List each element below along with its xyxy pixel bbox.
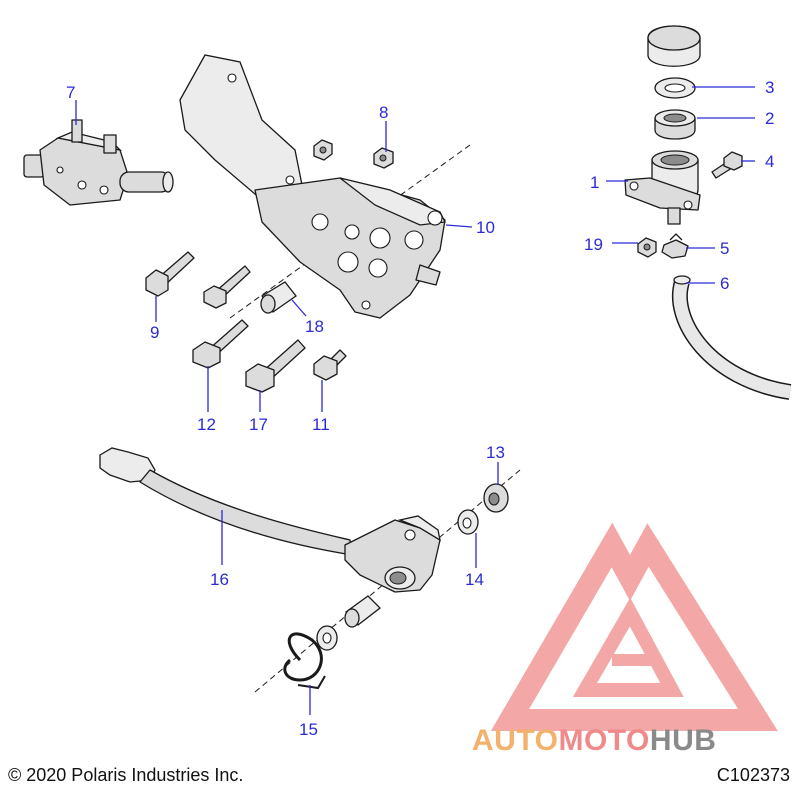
watermark-logo-text: AUTOMOTOHUB xyxy=(472,724,716,757)
callout-18: 18 xyxy=(305,317,324,336)
callout-1: 1 xyxy=(590,173,599,192)
bolt-part-12 xyxy=(192,319,249,369)
figure-id: C102373 xyxy=(716,765,790,785)
callout-7: 7 xyxy=(66,83,75,102)
bolt-part-9 xyxy=(145,251,195,297)
copyright-text: © 2020 Polaris Industries Inc. xyxy=(8,765,244,785)
callout-9: 9 xyxy=(150,323,159,342)
watermark-logo-triangle xyxy=(490,522,778,731)
callout-19: 19 xyxy=(584,235,603,254)
callout-8: 8 xyxy=(379,103,388,122)
screw-part-4 xyxy=(711,151,743,179)
return-spring-part-15 xyxy=(283,632,326,690)
callout-16: 16 xyxy=(210,570,229,589)
nut-part-8 xyxy=(373,147,394,169)
callout-3: 3 xyxy=(765,78,774,97)
bolt-part-11 xyxy=(313,349,347,381)
callout-11: 11 xyxy=(312,415,330,434)
callout-12: 12 xyxy=(197,415,216,434)
bolt-short-upper xyxy=(203,265,251,309)
leader-lines xyxy=(75,86,755,715)
reservoir-part-1 xyxy=(624,150,701,225)
master-cylinder-part-7 xyxy=(23,119,174,206)
callout-6: 6 xyxy=(720,274,729,293)
bolt-part-17 xyxy=(245,339,306,393)
callout-17: 17 xyxy=(249,415,268,434)
washer-lower xyxy=(316,625,338,651)
nut-part-19 xyxy=(637,237,657,258)
pedal-bracket-part-10 xyxy=(179,54,446,319)
hose-part-6 xyxy=(672,275,792,400)
watermark-hub: HUB xyxy=(650,724,717,757)
hose-clamp-part-5 xyxy=(661,233,689,259)
brake-pedal-part-16 xyxy=(99,447,441,593)
nut-small-upper xyxy=(313,139,333,161)
callout-5: 5 xyxy=(720,239,729,258)
callout-14: 14 xyxy=(465,570,484,589)
callout-15: 15 xyxy=(299,720,318,739)
callout-4: 4 xyxy=(765,152,774,171)
callout-2: 2 xyxy=(765,109,774,128)
bushing-part-13 xyxy=(483,483,509,513)
callout-10: 10 xyxy=(476,218,495,237)
spacer-lower xyxy=(344,595,381,628)
diaphragm-part-3 xyxy=(654,77,696,99)
callout-13: 13 xyxy=(486,443,505,462)
watermark-auto: AUTO xyxy=(472,724,558,757)
watermark-moto: MOTO xyxy=(558,724,649,757)
reservoir-cap xyxy=(647,25,701,67)
washer-part-14 xyxy=(457,509,479,535)
spacer-part-18 xyxy=(260,281,297,314)
seal-part-2 xyxy=(654,109,696,140)
